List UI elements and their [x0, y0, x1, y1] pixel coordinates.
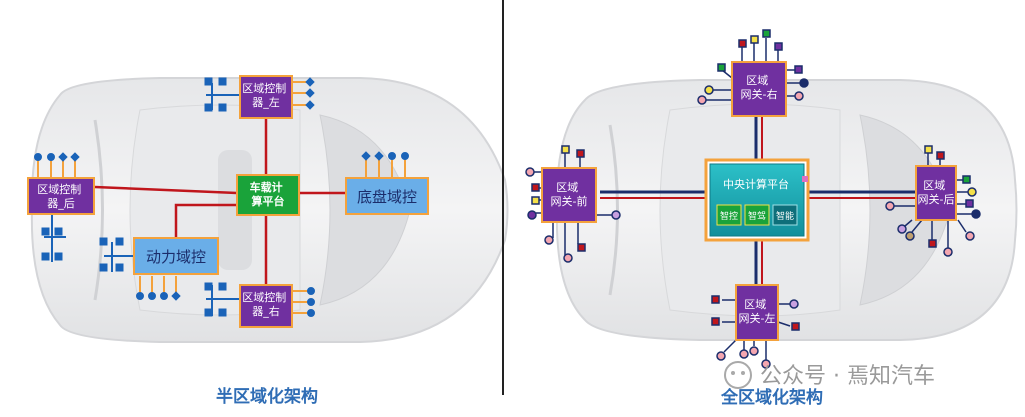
label-line: 网关-前 — [551, 194, 588, 208]
cluster-power-left — [99, 237, 134, 272]
zone-controller-left: 区域控制 器_左 — [239, 75, 293, 119]
label-line: 器_左 — [252, 96, 280, 109]
watermark: 公众号 · 焉知汽车 — [724, 361, 935, 389]
chassis-domain-controller: 底盘域控 — [345, 177, 429, 215]
right-caption: 全区域化架构 — [720, 387, 823, 408]
left-node-clusters — [34, 77, 409, 317]
right-backbone-links — [600, 117, 915, 285]
zone-controller-right: 区域控制 器_右 — [239, 284, 293, 328]
cluster-top-left — [204, 77, 240, 112]
label-line: 网关-右 — [741, 87, 778, 101]
left-red-links — [94, 118, 346, 285]
sub-module-label-3: 智能 — [776, 210, 794, 222]
gateway-front-label: 区域 网关-前 — [551, 181, 588, 208]
central-platform-label: 中央计算平台 — [723, 177, 789, 191]
label-line: 器_后 — [47, 197, 75, 210]
sub-module-label-2: 智驾 — [748, 210, 766, 222]
zone-controller-rear: 区域控制 器_后 — [27, 177, 95, 215]
cluster-rear-bottom — [41, 212, 66, 262]
vehicle-computing-platform: 车载计 算平台 — [236, 174, 300, 216]
left-caption: 半区域化架构 — [216, 386, 318, 407]
gateway-left-label: 区域 网关-左 — [739, 298, 776, 325]
central-computing-platform: 中央计算平台 智控 智驾 智能 — [704, 158, 810, 242]
zone-controller-rear-label: 区域控制 器_后 — [37, 182, 85, 210]
label-line: 器_右 — [252, 304, 280, 318]
gateway-left: 区域 网关-左 — [735, 284, 779, 341]
gateway-rear-label: 区域 网关-后 — [918, 179, 955, 206]
gateway-front: 区域 网关-前 — [541, 167, 597, 223]
cluster-chassis-top — [361, 151, 409, 178]
vehicle-computing-platform-label: 车载计 算平台 — [250, 180, 287, 208]
cluster-top-right-diamonds — [290, 77, 315, 110]
wechat-icon — [724, 361, 752, 389]
label-line: 算平台 — [251, 194, 285, 208]
zone-controller-left-label: 区域控制 器_左 — [242, 81, 290, 109]
sub-module-box-1 — [716, 204, 742, 226]
gateway-rear: 区域 网关-后 — [915, 165, 957, 221]
zone-controller-right-label: 区域控制 器_右 — [242, 290, 290, 318]
sub-module-label-1: 智控 — [720, 210, 738, 222]
label-line: 网关-左 — [739, 311, 776, 325]
label-line: 网关-后 — [918, 192, 955, 206]
cluster-power-bottom — [136, 276, 181, 301]
sub-module-box-2 — [744, 204, 770, 226]
cluster-bottom-left — [204, 282, 240, 317]
cluster-rear-top — [34, 152, 80, 178]
gateway-right-label: 区域 网关-右 — [741, 74, 778, 101]
gateway-right: 区域 网关-右 — [731, 61, 787, 117]
right-peripheral-nodes — [525, 29, 981, 369]
sub-module-box-3 — [772, 204, 798, 226]
power-domain-label: 动力域控 — [146, 248, 206, 266]
chassis-domain-label: 底盘域控 — [357, 188, 417, 206]
watermark-text: 公众号 · 焉知汽车 — [760, 364, 935, 389]
power-domain-controller: 动力域控 — [133, 237, 219, 275]
cluster-bottom-right — [292, 287, 315, 317]
